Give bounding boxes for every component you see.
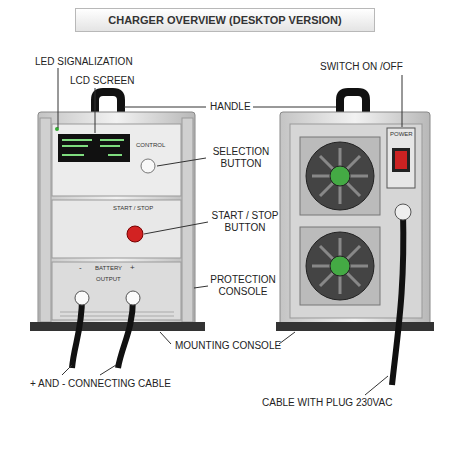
callout-label: PROTECTION CONSOLE <box>198 274 288 298</box>
panel-marking: BATTERY <box>95 265 122 272</box>
callout-label: HANDLE <box>210 101 251 113</box>
terminal-sign: + <box>130 263 135 272</box>
callout-label: + AND - CONNECTING CABLE <box>30 378 171 390</box>
callout-label: SELECTION BUTTON <box>200 146 282 170</box>
callout-label: SWITCH ON /OFF <box>320 61 403 73</box>
callout-label: LED SIGNALIZATION <box>35 56 133 68</box>
callout-label: CABLE WITH PLUG 230VAC <box>262 397 392 409</box>
callout-label: MOUNTING CONSOLE <box>175 340 281 352</box>
panel-marking: START / STOP <box>113 205 153 212</box>
callout-label: LCD SCREEN <box>70 75 134 87</box>
title-banner: CHARGER OVERVIEW (DESKTOP VERSION) <box>75 8 375 32</box>
callout-label: START / STOP BUTTON <box>200 210 290 234</box>
panel-marking: CONTROL <box>136 142 165 149</box>
terminal-sign: - <box>79 263 82 272</box>
panel-marking: POWER <box>390 131 413 138</box>
panel-marking: OUTPUT <box>96 276 121 283</box>
